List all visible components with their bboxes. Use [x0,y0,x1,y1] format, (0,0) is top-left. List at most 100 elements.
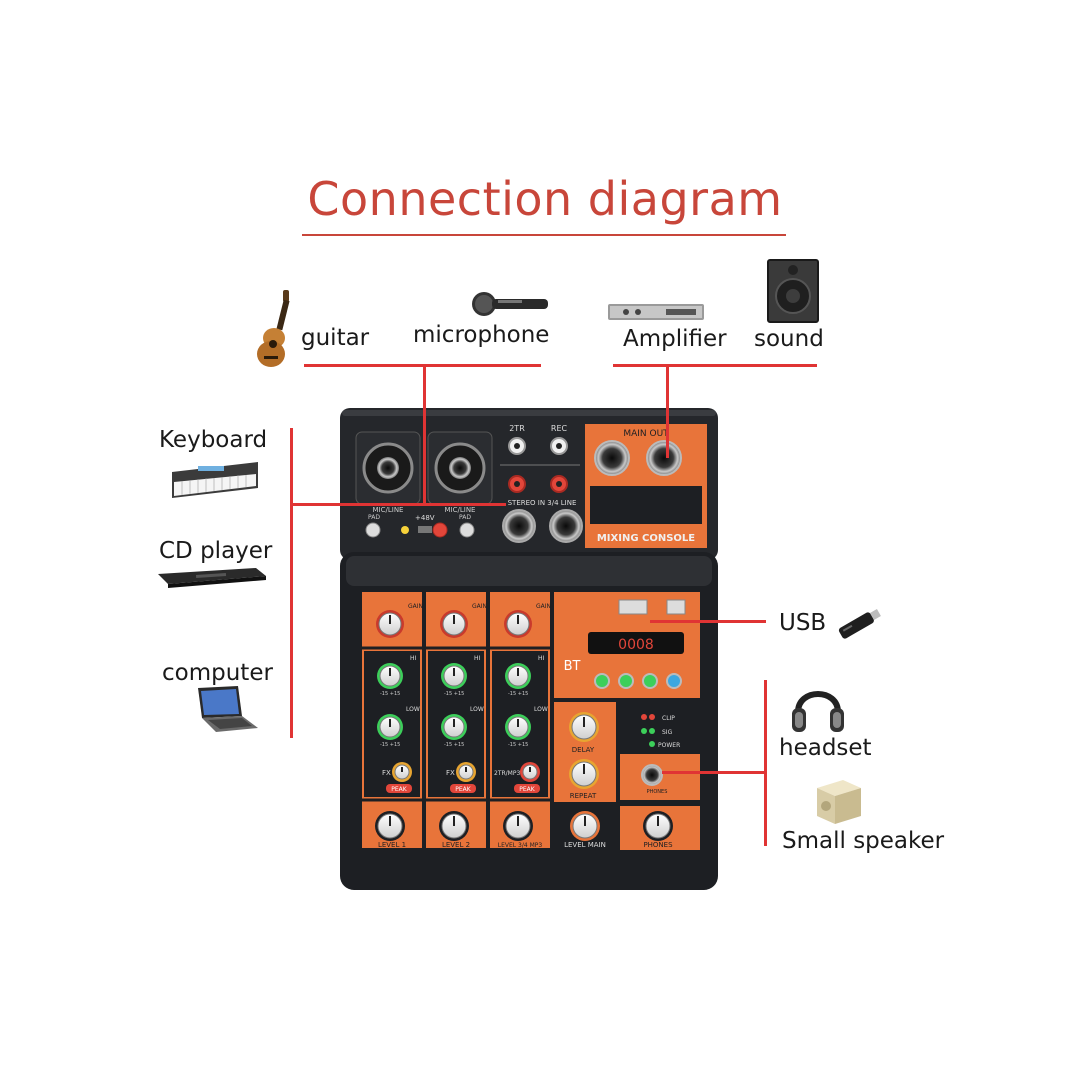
eq-range-low-3: -15 +15 [508,742,528,748]
microphone-icon [472,292,548,316]
2tr-mp3-label: 2TR/MP3 [494,770,520,777]
eq-range-hi-3: -15 +15 [508,691,528,697]
fx-label-2: FX [446,769,455,777]
bt-label: BT [564,659,581,674]
low-eq-knob-2[interactable] [441,714,467,740]
small-speaker-label: Small speaker [782,828,945,854]
console-label: MIXING CONSOLE [597,533,695,544]
outputs-bracket-line [613,364,817,367]
keyboard-label: Keyboard [159,427,268,453]
hi-label-1: HI [410,655,417,662]
sound-label: sound [754,326,824,352]
low-eq-knob-1[interactable] [377,714,403,740]
cd-player-label: CD player [159,538,273,564]
channel-strips [362,592,550,848]
pad-label-2: PAD [459,514,471,521]
low-eq-knob-3[interactable] [505,714,531,740]
sig-label: SIG [662,729,673,736]
pad-label-1: PAD [368,514,380,521]
delay-knob[interactable] [569,712,599,742]
level-knob-1[interactable] [375,811,405,841]
mic-line-label-1: MIC/LINE [373,506,404,514]
power-label: POWER [658,742,680,749]
fx-label-1: FX [382,769,391,777]
speaker-icon [767,259,819,323]
mp3-send-knob[interactable] [520,762,540,782]
level-1-label: LEVEL 1 [378,841,406,849]
level-knob-2[interactable] [439,811,469,841]
repeat-label: REPEAT [570,792,597,800]
low-label-3: LOW [534,706,548,713]
peak-label-2: PEAK [455,786,472,793]
keyboard-icon [172,462,258,498]
page-title: Connection diagram [307,172,783,226]
mic-line-label-2: MIC/LINE [445,506,476,514]
gain-knob-2[interactable] [440,610,468,638]
eq-range-hi-1: -15 +15 [380,691,400,697]
hi-eq-knob-3[interactable] [505,663,531,689]
headset-label: headset [779,735,872,761]
usb-connect-line [650,620,766,623]
amplifier-label: Amplifier [623,326,727,352]
small-speaker-icon [817,780,861,824]
microphone-label: microphone [413,322,550,348]
peak-label-3: PEAK [519,786,536,793]
xlr-jack-2 [427,431,493,505]
rec-label: REC [551,424,568,433]
laptop-icon [198,686,258,732]
gain-knob-1[interactable] [376,610,404,638]
level-main-label: LEVEL MAIN [564,841,606,849]
hi-eq-knob-1[interactable] [377,663,403,689]
eq-range-low-1: -15 +15 [380,742,400,748]
hi-label-2: HI [474,655,481,662]
delay-label: DELAY [572,746,595,754]
left-sources-bracket-line [290,428,293,738]
cd-player-icon [158,568,266,588]
inputs-bracket-line [304,364,541,367]
usb-drive-icon [838,609,881,639]
computer-label: computer [162,660,273,686]
amplifier-icon [608,304,704,320]
gain-label-3: GAIN [536,603,551,610]
right-devices-bracket-line [764,680,767,846]
title-underline [302,234,786,236]
left-sources-connect-line [292,503,506,506]
clip-label: CLIP [662,715,675,722]
peak-label-1: PEAK [391,786,408,793]
phones-label: PHONES [643,841,673,849]
level-2-label: LEVEL 2 [442,841,470,849]
main-out-label: MAIN OUT [623,429,669,439]
gain-knob-3[interactable] [504,610,532,638]
display-readout: 0008 [618,637,654,653]
rca-jacks [500,437,580,493]
xlr-jack-1 [355,431,421,505]
gain-label-1: GAIN [408,603,423,610]
low-label-1: LOW [406,706,420,713]
outputs-drop-line [666,366,669,458]
hi-eq-knob-2[interactable] [441,663,467,689]
fx-send-knob-2[interactable] [456,762,476,782]
hi-label-3: HI [538,655,545,662]
eq-range-hi-2: -15 +15 [444,691,464,697]
fx-send-knob-1[interactable] [392,762,412,782]
main-level-knob[interactable] [570,811,600,841]
inputs-drop-line [423,366,426,506]
phantom-label: +48V [415,514,435,522]
usb-label: USB [779,610,827,636]
stereo-in-label: STEREO IN 3/4 LINE [508,499,577,507]
repeat-knob[interactable] [569,759,599,789]
gain-label-2: GAIN [472,603,487,610]
2tr-label: 2TR [509,424,525,433]
phones-connect-line [662,771,766,774]
phones-jack-label: PHONES [647,789,668,795]
headset-icon [792,691,844,732]
guitar-label: guitar [301,325,370,351]
low-label-2: LOW [470,706,484,713]
level-knob-3[interactable] [503,811,533,841]
level-34-label: LEVEL 3/4 MP3 [498,842,543,849]
eq-range-low-2: -15 +15 [444,742,464,748]
phones-level-knob[interactable] [643,811,673,841]
